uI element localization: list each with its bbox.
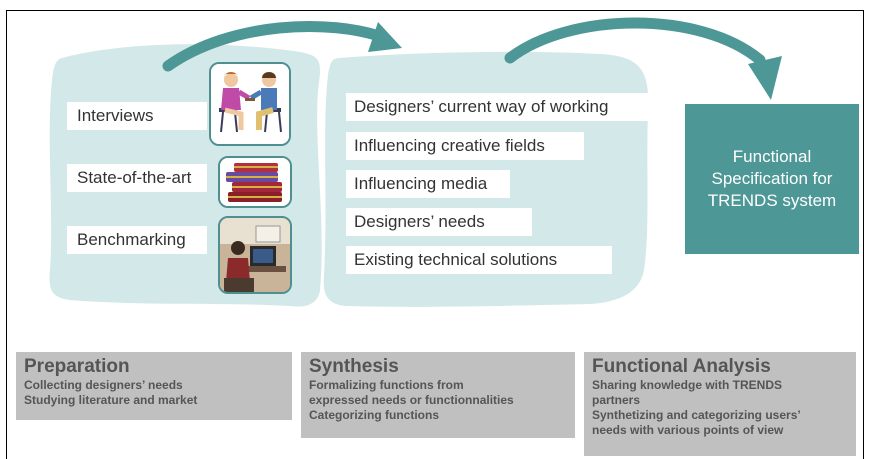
arrow-head-2 xyxy=(748,56,782,100)
phase-line: needs with various points of view xyxy=(592,423,784,437)
spec-line: TRENDS system xyxy=(707,191,837,210)
phase-line: partners xyxy=(592,393,641,407)
phase-line: Sharing knowledge with TRENDS xyxy=(592,378,783,392)
item-label: Influencing media xyxy=(354,174,488,193)
interview-people-icon xyxy=(209,62,291,146)
phase-synthesis: Synthesis Formalizing functions from exp… xyxy=(301,352,575,438)
spec-line: Functional xyxy=(732,147,812,166)
phase-line: expressed needs or functionnalities xyxy=(309,393,514,407)
item-label: Benchmarking xyxy=(77,230,186,249)
phase-line: Synthetizing and categorizing users’ xyxy=(592,408,801,422)
functional-specification-box: Functional Specification for TRENDS syst… xyxy=(685,104,859,254)
spec-line: Specification for xyxy=(711,169,833,188)
phase-line: Categorizing functions xyxy=(309,408,439,422)
item-benchmarking: Benchmarking xyxy=(67,226,207,254)
phase-preparation: Preparation Collecting designers’ needs … xyxy=(16,352,292,420)
phase-line: Collecting designers’ needs xyxy=(24,378,183,392)
phase-title: Preparation xyxy=(24,356,130,377)
synthesis-item-technical-solutions: Existing technical solutions xyxy=(346,246,612,274)
item-label: Influencing creative fields xyxy=(354,136,545,155)
computer-user-photo-icon xyxy=(218,216,292,294)
arrow-to-specification xyxy=(504,17,766,66)
item-label: Designers’ needs xyxy=(354,212,485,231)
diagram-frame xyxy=(6,10,864,459)
item-label: State-of-the-art xyxy=(77,168,192,187)
phase-line: Studying literature and market xyxy=(24,393,198,407)
synthesis-item-media: Influencing media xyxy=(346,170,510,198)
item-interviews: Interviews xyxy=(67,102,207,130)
phase-line: Formalizing functions from xyxy=(309,378,464,392)
synthesis-item-creative-fields: Influencing creative fields xyxy=(346,132,584,160)
synthesis-item-way-of-working: Designers’ current way of working xyxy=(346,93,654,121)
phase-title: Functional Analysis xyxy=(592,356,771,377)
books-stack-icon xyxy=(218,156,292,208)
item-label: Existing technical solutions xyxy=(354,250,558,269)
item-state-of-the-art: State-of-the-art xyxy=(67,164,207,192)
synthesis-item-designers-needs: Designers’ needs xyxy=(346,208,532,236)
phase-functional-analysis: Functional Analysis Sharing knowledge wi… xyxy=(584,352,856,456)
arrow-head-1 xyxy=(368,22,402,52)
item-label: Interviews xyxy=(77,106,154,125)
item-label: Designers’ current way of working xyxy=(354,97,609,116)
arrow-to-synthesis xyxy=(162,20,391,72)
phase-title: Synthesis xyxy=(309,356,399,377)
